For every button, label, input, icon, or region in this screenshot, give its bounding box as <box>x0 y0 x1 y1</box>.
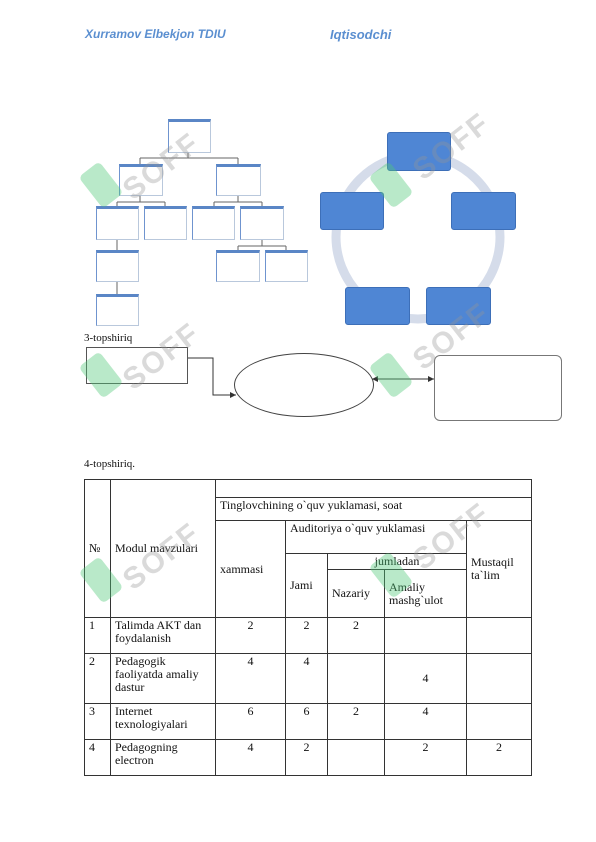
task3-ellipse <box>234 353 374 417</box>
row-independent <box>465 703 533 740</box>
row-all: 2 <box>285 617 328 654</box>
header-num: № <box>84 479 111 618</box>
hierarchy-node-l2b <box>144 206 187 240</box>
hierarchy-node-l2c <box>192 206 235 240</box>
row-num: 1 <box>84 617 111 654</box>
row-theory <box>327 739 385 776</box>
row-practice <box>384 617 467 654</box>
hierarchy-node-l4a <box>96 294 139 326</box>
hierarchy-node-l3c <box>265 250 308 282</box>
row-theory: 2 <box>327 617 385 654</box>
row-num: 3 <box>84 703 111 740</box>
row-all: 4 <box>285 653 328 704</box>
row-practice: 4 <box>384 703 467 740</box>
row-topic: Pedagogik faoliyatda amaliy dastur <box>110 653 216 704</box>
row-topic: Internet texnologiyalari <box>110 703 216 740</box>
row-practice: 4 <box>384 653 467 704</box>
cycle-node-bottom-left <box>345 287 410 325</box>
row-total: 4 <box>215 739 286 776</box>
row-num: 4 <box>84 739 111 776</box>
row-all: 6 <box>285 703 328 740</box>
header-including: jumladan <box>327 553 467 570</box>
task4-label: 4-topshiriq. <box>84 458 136 470</box>
table-row: 4 Pedagogning electron 4 2 2 2 <box>84 739 533 776</box>
cycle-node-top <box>387 132 451 171</box>
hierarchy-node-l2d <box>240 206 284 240</box>
cycle-node-left <box>320 192 384 230</box>
row-all: 2 <box>285 739 328 776</box>
hierarchy-node-l1b <box>216 164 261 196</box>
header-top-strip <box>214 479 533 498</box>
header-independent: Mustaqil ta`lim <box>465 520 533 618</box>
cycle-node-bottom-right <box>426 287 491 325</box>
row-independent: 2 <box>465 739 533 776</box>
header-practice: Amaliy mashg`ulot <box>384 569 467 618</box>
header-module-text: Modul mavzulari <box>115 541 198 555</box>
header-author: Xurramov Elbekjon TDIU <box>85 27 226 41</box>
task3-rectangle <box>86 347 188 384</box>
task3-rounded-rectangle <box>434 355 562 421</box>
row-theory: 2 <box>327 703 385 740</box>
row-theory <box>327 653 385 704</box>
header-subject: Iqtisodchi <box>330 27 392 42</box>
cycle-node-right <box>451 192 516 230</box>
hierarchy-node-l3a <box>96 250 139 282</box>
hierarchy-node-l2a <box>96 206 139 240</box>
task3-label: 3-topshiriq <box>84 332 133 344</box>
table-row: 3 Internet texnologiyalari 6 6 2 4 <box>84 703 533 740</box>
row-topic: Talimda AKT dan foydalanish <box>110 617 216 654</box>
row-total: 4 <box>215 653 286 704</box>
row-num: 2 <box>84 653 111 704</box>
study-load-table: № Modul mavzulari Tinglovchining o`quv y… <box>84 479 533 776</box>
row-independent <box>465 653 533 704</box>
row-total: 6 <box>215 703 286 740</box>
hierarchy-node-root <box>168 119 211 153</box>
header-all: Jami <box>285 553 328 618</box>
row-independent <box>465 617 533 654</box>
table-row: 1 Talimda AKT dan foydalanish 2 2 2 <box>84 617 533 654</box>
hierarchy-node-l1a <box>119 164 163 196</box>
row-topic: Pedagogning electron <box>110 739 216 776</box>
row-total: 2 <box>215 617 286 654</box>
header-total: xammasi <box>215 520 286 618</box>
table-row: 2 Pedagogik faoliyatda amaliy dastur 4 4… <box>84 653 533 704</box>
hierarchy-node-l3b <box>216 250 260 282</box>
row-practice: 2 <box>384 739 467 776</box>
